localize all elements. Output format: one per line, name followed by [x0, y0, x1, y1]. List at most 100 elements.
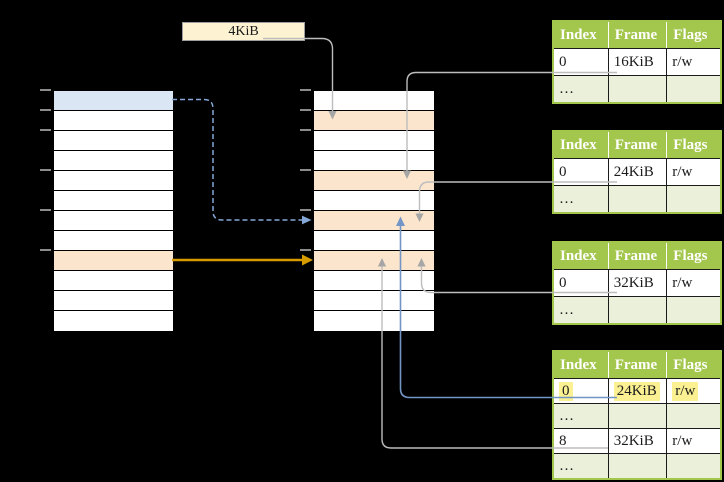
page-table-cell-text: 0: [559, 274, 567, 291]
memory-row-orange: [54, 251, 173, 271]
page-table-row: …: [554, 185, 720, 212]
page-table-cell: [607, 404, 667, 428]
memory-row-white: [314, 271, 434, 291]
page-table-row: …: [554, 453, 720, 478]
memory-row-white: [314, 231, 434, 251]
page-table-row: …: [554, 296, 720, 323]
page-table-header-cell: Flags: [666, 243, 720, 269]
page-table-header-cell: Flags: [666, 352, 720, 378]
address-tick: [300, 169, 311, 171]
page-table-cell-text: 8: [559, 432, 567, 449]
page-table-cell: …: [554, 186, 608, 212]
address-tick: [40, 109, 51, 111]
page-table-header-cell: Frame: [607, 22, 667, 48]
page-table-header-cell: Frame: [607, 132, 667, 158]
page-table-cell: r/w: [666, 49, 720, 75]
page-table-cell-text: r/w: [672, 53, 693, 70]
page-table-cell-text: …: [559, 457, 574, 474]
address-tick: [300, 109, 311, 111]
page-table-cell: [607, 454, 667, 478]
page-table-cell: r/w: [666, 270, 720, 296]
page-table-cell: 8: [554, 429, 608, 453]
page-table-row: 0 24KiB r/w: [554, 158, 720, 185]
page-table-cell: [666, 297, 720, 323]
page-table-cell: 32KiB: [607, 429, 667, 453]
page-table-cell: 0: [554, 270, 608, 296]
memory-row-white: [54, 171, 173, 191]
memory-row-white: [54, 311, 173, 331]
page-table-header-cell: Index: [560, 136, 597, 153]
page-table-cell: [666, 454, 720, 478]
page-table-cell-text: …: [559, 407, 574, 424]
page-table-header-cell: Index: [560, 356, 597, 373]
page-table-cell: …: [554, 297, 608, 323]
page-table-cell: 0: [554, 159, 608, 185]
page-size-label: 4KiB: [182, 22, 305, 41]
address-tick: [300, 209, 311, 211]
page-table-cell-text: 16KiB: [613, 53, 654, 70]
arrow-virtual-blue-dashed: [172, 98, 312, 225]
page-table-cell: [607, 186, 667, 212]
page-table-row: …: [554, 403, 720, 428]
page-table-cell: 24KiB: [607, 379, 667, 403]
page-table-cell: [666, 404, 720, 428]
page-table-cell: r/w: [666, 429, 720, 453]
memory-row-white: [314, 151, 434, 171]
page-table-header-cell: Flags: [666, 22, 720, 48]
page-table-cell: …: [554, 454, 608, 478]
page-table-cell-text: 0: [559, 53, 567, 70]
page-table-row: 0 32KiB r/w: [554, 269, 720, 296]
page-table-cell-text: …: [559, 80, 574, 97]
page-table-cell-text: 32KiB: [613, 432, 654, 449]
page-table-cell: 16KiB: [607, 49, 667, 75]
address-tick: [300, 129, 311, 131]
page-table-cell-text: 24KiB: [613, 163, 654, 180]
memory-row-white: [54, 291, 173, 311]
memory-row-orange: [314, 111, 434, 131]
memory-row-white: [54, 151, 173, 171]
arrow-virtual-orange: [172, 254, 313, 266]
address-tick: [300, 249, 311, 251]
page-table-cell-text: r/w: [672, 274, 693, 291]
address-tick: [40, 209, 51, 211]
page-table-row: …: [554, 75, 720, 102]
address-tick: [40, 249, 51, 251]
memory-row-white: [54, 111, 173, 131]
page-table-header-cell: Flags: [666, 132, 720, 158]
page-table-cell: r/w: [666, 159, 720, 185]
page-table-cell-text: r/w: [672, 381, 699, 401]
address-tick: [40, 169, 51, 171]
arrowhead-right-icon: [302, 254, 313, 266]
address-tick: [300, 89, 311, 91]
page-table-header-cell: Index: [560, 26, 597, 43]
address-tick: [40, 129, 51, 131]
page-table-header-cell: Frame: [607, 352, 667, 378]
page-table-header-cell: Frame: [607, 243, 667, 269]
page-table-header-cell: Index: [560, 247, 597, 264]
page-table-cell-text: r/w: [672, 163, 693, 180]
address-tick: [40, 89, 51, 91]
arrowhead-right-icon: [302, 215, 312, 225]
page-table-cell: [666, 76, 720, 102]
memory-row-orange: [314, 211, 434, 231]
memory-row-orange: [314, 251, 434, 271]
page-table-cell: …: [554, 404, 608, 428]
memory-row-blue: [54, 91, 173, 111]
physical-memory-column: [313, 90, 435, 332]
virtual-memory-column: [53, 90, 174, 332]
memory-row-white: [54, 231, 173, 251]
memory-row-white: [54, 271, 173, 291]
page-table-cell: 32KiB: [607, 270, 667, 296]
memory-row-white: [314, 311, 434, 331]
page-table-cell: 0: [554, 49, 608, 75]
page-table-cell-text: 24KiB: [613, 381, 660, 401]
page-table-cell-text: …: [559, 190, 574, 207]
memory-row-white: [54, 131, 173, 151]
